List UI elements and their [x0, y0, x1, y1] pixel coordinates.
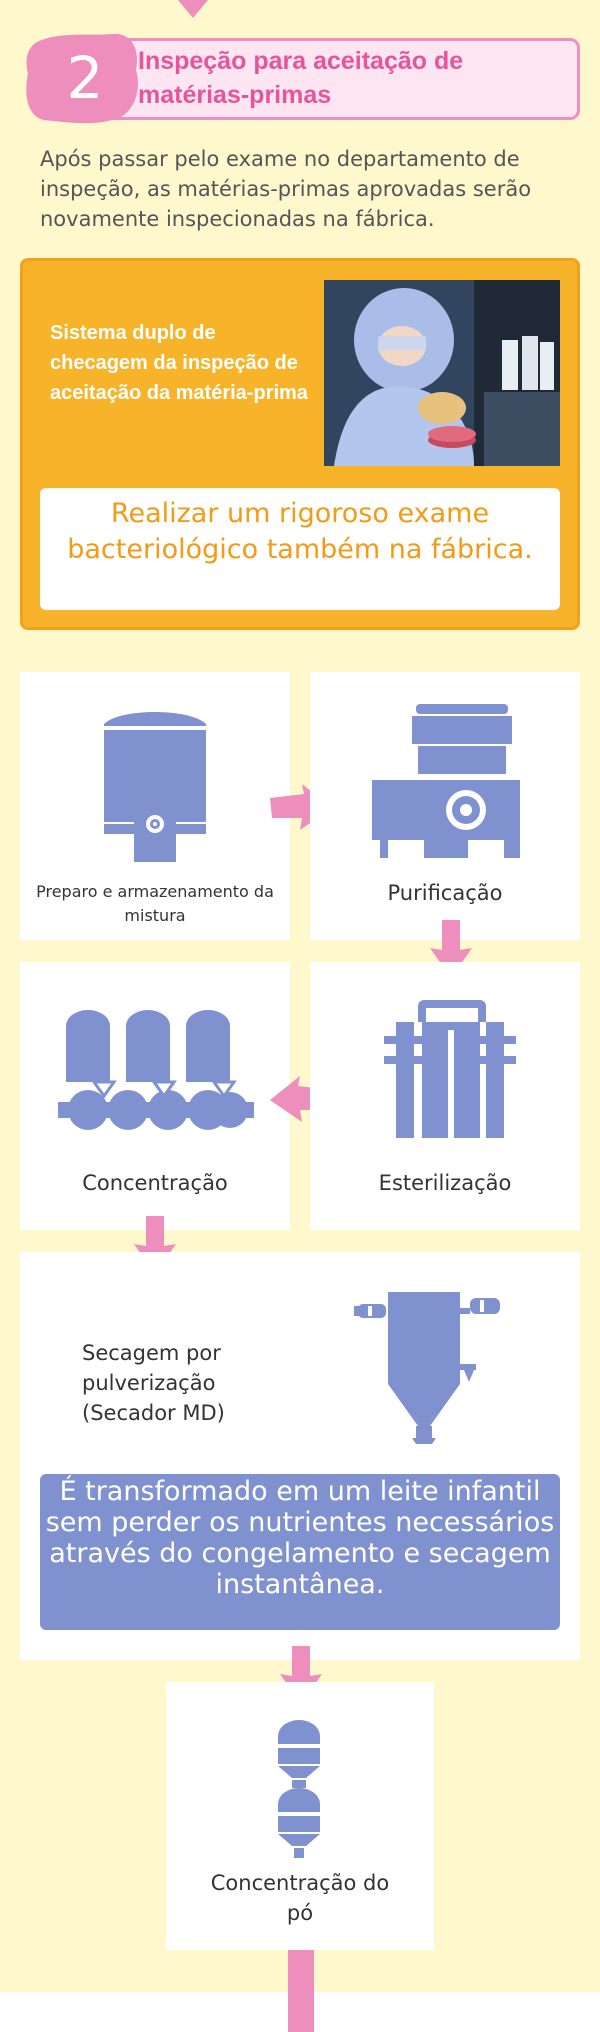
flow-arrow-bottom — [288, 1950, 314, 2032]
step-title-box — [104, 38, 580, 120]
top-flow-arrow — [178, 0, 208, 18]
step-title: Inspeção para aceitação de matérias-prim… — [138, 47, 464, 109]
flow-arrow-down-2 — [134, 1216, 176, 1274]
concentrator-icon — [58, 1010, 254, 1130]
spray-drying-label: Secagem por pulverização (Secador MD) — [82, 1341, 225, 1425]
mixing-tank-icon — [104, 712, 206, 862]
highlight-text: Realizar um rigoroso exame bacteriológic… — [67, 498, 533, 565]
intro-text: Após passar pelo exame no departamento d… — [40, 147, 532, 231]
powder-concentration-label: Concentração do pó — [210, 1871, 390, 1925]
highlight-box — [40, 488, 560, 610]
purifier-icon — [372, 704, 520, 858]
purification-label: Purificação — [387, 881, 503, 905]
flow-arrow-down-1 — [430, 920, 472, 978]
spray-note-text: É transformado em um leite infantil sem … — [45, 1476, 555, 1600]
spray-note-box — [40, 1474, 560, 1630]
step-number-badge — [26, 33, 138, 124]
step-number: 2 — [66, 44, 104, 112]
concentration-label: Concentração — [82, 1171, 228, 1195]
lab-photo — [324, 280, 560, 466]
sterilization-label: Esterilização — [378, 1171, 512, 1195]
mixing-label: Preparo e armazenamento da mistura — [36, 882, 274, 925]
flow-arrow-down-3 — [280, 1646, 322, 1704]
powder-vessel-icon — [274, 1720, 324, 1858]
sterilizer-icon — [384, 1000, 516, 1138]
inspection-box-label: Sistema duplo de checagem da inspeção de… — [50, 322, 308, 404]
spray-dryer-icon — [354, 1292, 500, 1444]
flow-arrow-left-1 — [270, 1076, 332, 1122]
